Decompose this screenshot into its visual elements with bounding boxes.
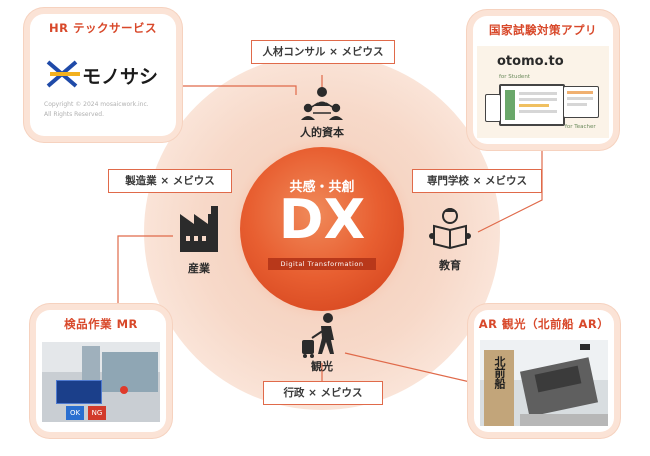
connector-ar xyxy=(344,352,471,383)
center-dx-title: DX xyxy=(278,188,366,251)
card-ar-tourism-title: AR 観光（北前船 AR） xyxy=(478,317,610,331)
monosashi-logo-text: モノサシ xyxy=(82,66,159,88)
hr-copyright-line1: Copyright © 2024 mosaicwork.inc. xyxy=(44,101,149,108)
tag-government: 行政 × メビウス xyxy=(263,381,383,405)
reading-person-icon xyxy=(429,208,471,250)
inspection-ng-button[interactable]: NG xyxy=(88,406,106,420)
connector-inspection xyxy=(117,235,173,312)
center-subtitle-band xyxy=(268,258,376,270)
people-network-icon xyxy=(301,87,343,120)
connector-exam xyxy=(477,145,543,233)
monosashi-logo-icon xyxy=(46,60,80,88)
ar-screenshot: 北前船 xyxy=(480,340,608,426)
connector-lines xyxy=(117,75,543,383)
traveler-with-luggage-icon xyxy=(302,313,334,358)
factory-icon xyxy=(180,206,218,252)
inspection-screenshot: OK NG xyxy=(42,342,160,422)
tag-vocational-school: 専門学校 × メビウス xyxy=(412,169,542,193)
tag-manufacturing: 製造業 × メビウス xyxy=(108,169,232,193)
tag-hr-consulting: 人材コンサル × メビウス xyxy=(251,40,395,64)
otomoto-laptop xyxy=(499,84,565,126)
card-inspection-mr-title: 検品作業 MR xyxy=(64,317,138,331)
node-label-tourism: 観光 xyxy=(311,360,333,373)
card-ar-tourism: AR 観光（北前船 AR） 北前船 xyxy=(474,310,614,432)
card-exam-app: 国家試験対策アプリ otomo.to for Student for Teach… xyxy=(473,16,613,144)
otomoto-screenshot: otomo.to for Student for Teacher xyxy=(477,46,609,138)
card-exam-app-title: 国家試験対策アプリ xyxy=(489,23,597,37)
otomoto-tablet xyxy=(563,86,599,118)
node-label-education: 教育 xyxy=(439,259,461,272)
center-subtitle: Digital Transformation xyxy=(280,260,364,268)
otomoto-phone xyxy=(485,94,501,122)
otomoto-teacher-label: for Teacher xyxy=(565,124,596,130)
center-tagline: 共感・共創 xyxy=(289,180,355,195)
ar-sign-text: 北前船 xyxy=(493,356,506,389)
node-label-human-capital: 人的資本 xyxy=(300,126,344,139)
card-hr-tech-title: HR テックサービス xyxy=(49,21,157,35)
connector-hr xyxy=(167,85,297,95)
hr-copyright-line2: All Rights Reserved. xyxy=(44,111,105,118)
node-label-industry: 産業 xyxy=(188,262,210,275)
center-circle xyxy=(240,147,404,311)
otomoto-logo-text: otomo.to xyxy=(497,54,564,69)
otomoto-student-label: for Student xyxy=(499,74,530,80)
card-inspection-mr: 検品作業 MR OK NG xyxy=(36,310,166,432)
inspection-ok-button[interactable]: OK xyxy=(66,406,84,420)
card-hr-tech: HR テックサービス モノサシ Copyright © 2024 mosaicw… xyxy=(30,14,176,136)
